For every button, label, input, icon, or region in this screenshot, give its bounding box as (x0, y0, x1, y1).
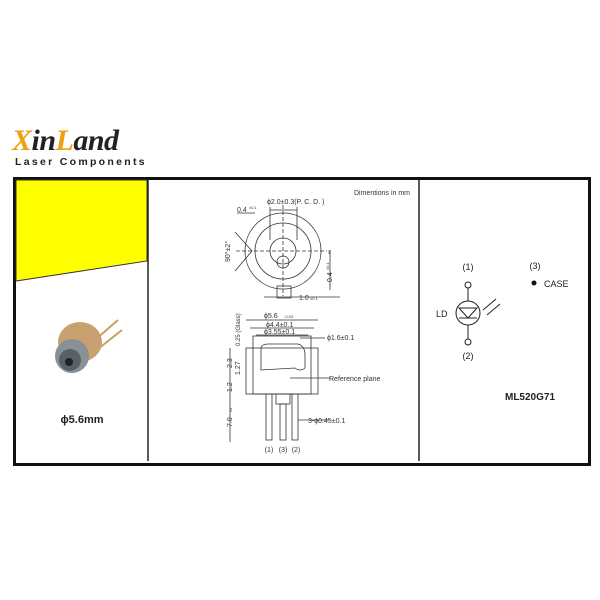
dim-emit: 1.27 (235, 361, 242, 375)
dim-offset: 0.4 (327, 272, 334, 282)
pin-label-3: (3) (279, 447, 288, 454)
logo-l: L (55, 124, 74, 157)
dim-outer-dia: ϕ5.6 (264, 313, 278, 320)
logo-and: and (73, 124, 119, 157)
product-photo-laser-diode (55, 319, 123, 373)
dim-tab-tol: ±0.1 (310, 296, 319, 301)
side-view-drawing (229, 319, 330, 442)
pin2-label: (2) (463, 351, 474, 361)
brand-logo: XinLand (12, 126, 119, 156)
yellow-highlight (15, 179, 148, 282)
dim-lead-length-tol: ±1 (228, 407, 233, 412)
reference-plane-label: Reference plane (329, 376, 380, 383)
dim-lead-dia: 3-ϕ0.45±0.1 (308, 418, 345, 425)
dim-pcd: ϕ2.0±0.3(P. C. D. ) (267, 199, 324, 206)
dim-offset-tol: ±0.1 (325, 261, 330, 270)
dim-x-axis: x (328, 250, 331, 256)
pin3-label: (3) (530, 261, 541, 271)
laser-diode-symbol (455, 281, 501, 346)
dim-notch-tol: ±0.1 (249, 205, 258, 210)
datasheet-frame (13, 177, 591, 466)
ld-label: LD (436, 309, 448, 319)
dim-base: 1.2 (227, 382, 234, 392)
dim-outer-dia-tol: -0.03 (284, 314, 294, 319)
part-number: ML520G71 (505, 392, 555, 403)
brand-tagline: Laser Components (15, 156, 147, 168)
pin1-label: (1) (463, 262, 474, 272)
dim-window-dia: ϕ1.6±0.1 (327, 335, 354, 342)
diameter-label: ϕ5.6mm (60, 414, 103, 426)
dim-glass: 0.25 (Glass) (236, 313, 242, 346)
dim-flange-dia: ϕ4.4±0.1 (266, 322, 293, 329)
logo-x: X (12, 124, 32, 157)
dim-tab: 1.0 (299, 295, 309, 302)
case-dot-icon (531, 280, 537, 286)
pin-label-2: (2) (292, 447, 301, 454)
case-label: CASE (544, 279, 569, 289)
dim-lead-length: 7.0 (227, 417, 234, 427)
top-view-drawing (234, 205, 340, 299)
dim-notch: 0.4 (237, 207, 247, 214)
dim-height: 2.3 (227, 358, 234, 368)
units-note: Dimentions in mm (354, 190, 410, 197)
logo-in: in (31, 124, 57, 157)
dim-cap-dia: ϕ3.55±0.1 (264, 329, 295, 336)
dim-angle: 90°±2° (224, 241, 232, 262)
pin-label-1: (1) (265, 447, 274, 454)
